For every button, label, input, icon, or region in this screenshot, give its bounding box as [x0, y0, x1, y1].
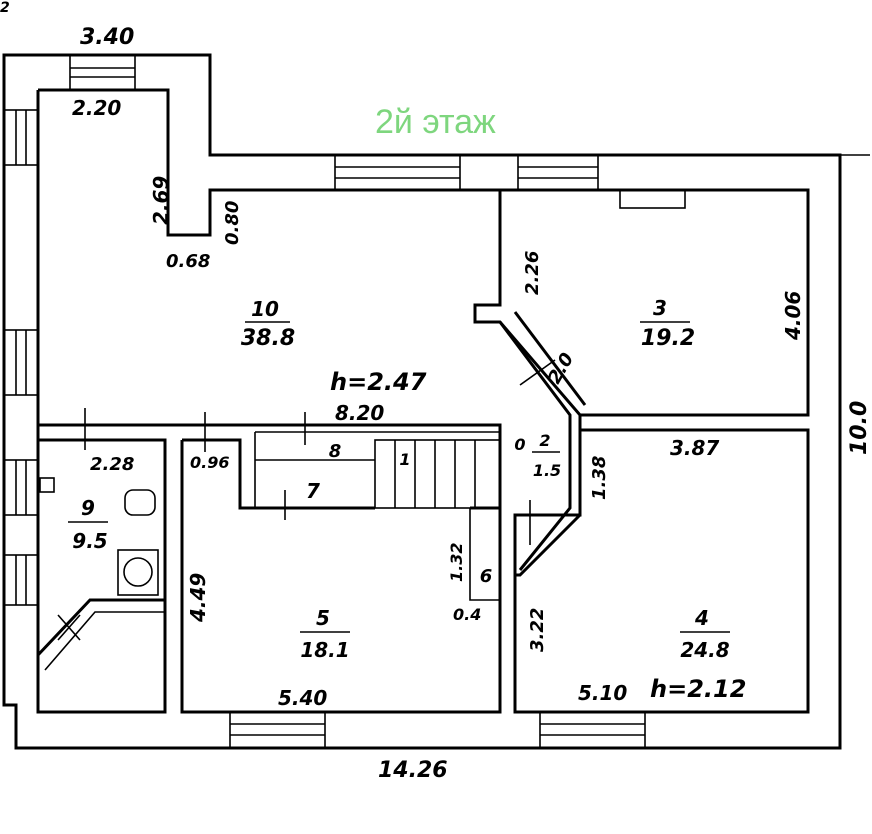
dimension-labels: 3.40 2.20 2.69 0.80 0.68 2.26 2.0 4.06 1… [72, 25, 872, 783]
dim-5-10: 5.10 [578, 681, 627, 705]
height-room4: h=2.12 [650, 675, 746, 703]
dim-right-height: 10.0 [847, 401, 872, 455]
room-5-area: 18.1 [300, 638, 349, 662]
room-3-area: 19.2 [641, 326, 695, 351]
room-2-area: 1.5 [533, 461, 561, 480]
dim-3-87: 3.87 [670, 436, 719, 460]
room-8-number: 8 [329, 441, 342, 462]
outer-walls [2, 53, 842, 750]
dim-bottom-width: 14.26 [378, 758, 448, 783]
dim-0-80: 0.80 [222, 201, 243, 245]
dim-5-40: 5.40 [278, 686, 327, 710]
floor-title: 2й этаж [375, 103, 496, 141]
room-9-number: 9 [81, 496, 95, 520]
dim-8-20: 8.20 [335, 401, 384, 425]
dim-top-width: 3.40 [80, 25, 134, 50]
room-5-number: 5 [316, 606, 330, 630]
room-4-area: 24.8 [680, 638, 729, 662]
room-3-number: 3 [653, 296, 667, 320]
dim-2-28: 2.28 [90, 454, 134, 475]
dim-4-49: 4.49 [186, 573, 210, 623]
dim-3-22: 3.22 [527, 608, 548, 652]
dim-2-20: 2.20 [72, 96, 121, 120]
dim-1-38: 1.38 [589, 456, 610, 500]
dim-0-4: 0.4 [453, 605, 481, 624]
corner-mark: 2 [0, 0, 10, 16]
room-4-number: 4 [694, 606, 709, 630]
room-2-number: 2 [539, 431, 550, 450]
room-labels: 10 38.8 3 19.2 9 9.5 5 18.1 4 24.8 8 7 6… [0, 0, 746, 703]
room-7-number: 7 [306, 479, 320, 503]
dim-2-26: 2.26 [522, 251, 543, 295]
dim-0-96: 0.96 [190, 453, 229, 472]
height-main: h=2.47 [330, 368, 427, 396]
room-10-number: 10 [251, 297, 279, 321]
stair-label: 1 [399, 450, 410, 469]
room-9-area: 9.5 [72, 529, 107, 553]
dim-1-32: 1.32 [447, 543, 466, 582]
dim-2-69: 2.69 [149, 176, 173, 225]
dim-0-68: 0.68 [166, 251, 210, 272]
dim-4-06: 4.06 [781, 291, 805, 341]
room-10-area: 38.8 [241, 326, 295, 351]
interior-walls [36, 154, 870, 714]
windows [3, 54, 686, 749]
room-2-prefix: 0 [514, 435, 525, 454]
room-6-number: 6 [480, 566, 493, 587]
